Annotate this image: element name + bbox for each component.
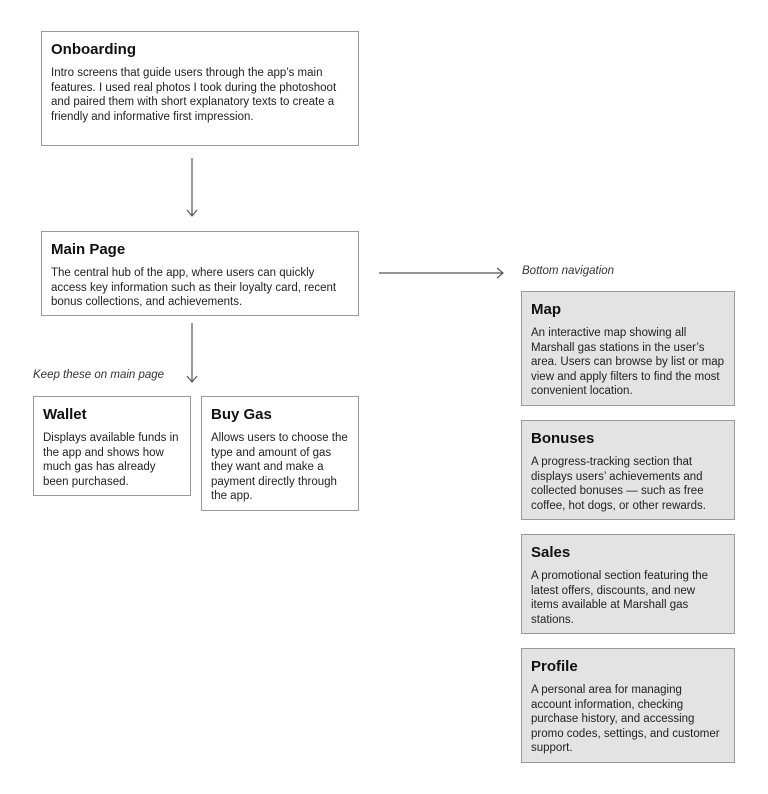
arrow-main-to-subpages <box>186 323 198 383</box>
node-sales: Sales A promotional section featuring th… <box>521 534 735 634</box>
node-title: Main Page <box>51 241 126 258</box>
arrow-onboarding-to-main <box>186 158 198 217</box>
node-wallet: Wallet Displays available funds in the a… <box>33 396 191 496</box>
node-title: Bonuses <box>531 430 595 447</box>
label-keep-on-main: Keep these on main page <box>33 369 165 381</box>
node-title: Buy Gas <box>211 406 272 423</box>
node-main-page: Main Page The central hub of the app, wh… <box>41 231 359 316</box>
node-map: Map An interactive map showing all Marsh… <box>521 291 735 406</box>
node-title: Map <box>531 301 561 318</box>
node-description: Allows users to choose the type and amou… <box>211 432 348 503</box>
node-description: A promotional section featuring the late… <box>531 570 709 626</box>
node-description: A personal area for managing account inf… <box>531 684 720 755</box>
arrow-main-to-bottom-nav <box>379 267 504 279</box>
node-title: Profile <box>531 658 578 675</box>
node-onboarding: Onboarding Intro screens that guide user… <box>41 31 359 146</box>
node-title: Onboarding <box>51 41 136 58</box>
node-title: Sales <box>531 544 571 561</box>
label-bottom-navigation: Bottom navigation <box>522 265 615 277</box>
node-bonuses: Bonuses A progress-tracking section that… <box>521 420 735 520</box>
node-description: Displays available funds in the app and … <box>43 432 179 488</box>
node-description: A progress-tracking section that display… <box>531 456 706 512</box>
node-title: Wallet <box>43 406 87 423</box>
node-description: An interactive map showing all Marshall … <box>531 327 725 398</box>
node-buy-gas: Buy Gas Allows users to choose the type … <box>201 396 359 511</box>
node-description: Intro screens that guide users through t… <box>51 67 337 123</box>
node-description: The central hub of the app, where users … <box>51 267 337 309</box>
node-profile: Profile A personal area for managing acc… <box>521 648 735 763</box>
